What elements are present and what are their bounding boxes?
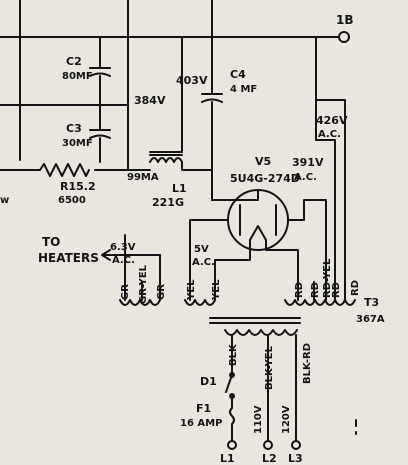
t3-part: 367A: [356, 314, 385, 325]
terminal-l2: [263, 440, 273, 450]
f1-fuse: [229, 399, 235, 441]
l1-part: 221G: [152, 196, 184, 209]
wire-gr-yel: GR-YEL: [138, 264, 149, 304]
wire-rd-yel: RD-YEL: [322, 258, 333, 298]
d1-contact-bottom: [229, 393, 235, 399]
heaters-arrow: [101, 249, 111, 261]
wire-blk-yel: BLK-YEL: [264, 345, 275, 390]
terminal-l1-label: L1: [220, 452, 235, 465]
wire-rd-2: RD: [310, 282, 321, 298]
tube-top-lead: [211, 189, 259, 201]
t3-secondary-filament: [184, 299, 216, 306]
current-99ma: 99MA: [127, 172, 159, 183]
wire-gr-1: GR: [120, 284, 131, 300]
t3-primary-leads: [231, 334, 297, 411]
c4-plate-bottom: [201, 98, 223, 103]
heaters-to: TO: [42, 235, 60, 249]
t3-secondary-hv: [284, 299, 356, 306]
391v-wire: [315, 99, 336, 283]
wire-yel-1: YEL: [186, 279, 197, 301]
voltage-426: 426V: [316, 114, 348, 127]
v5-filament: [249, 225, 267, 241]
ohm-mark: w: [0, 195, 9, 206]
wire-yel-2: YEL: [211, 279, 222, 301]
tube-plate-lead-right: [287, 199, 327, 283]
voltage-391-ac: A.C.: [294, 172, 317, 183]
tap-110v: 110V: [253, 405, 264, 434]
c3-plate-bottom: [89, 134, 111, 139]
wire-blk-rd: BLK-RD: [302, 343, 313, 384]
terminal-l3: [291, 440, 301, 450]
voltage-391: 391V: [292, 156, 324, 169]
f1-value: 16 AMP: [180, 418, 222, 429]
t3-primary: [224, 329, 298, 336]
v5-name: V5: [255, 155, 271, 168]
c3-value: 30MF: [62, 138, 93, 149]
r15-name: R15.2: [60, 180, 96, 193]
terminal-1b-label: 1B: [336, 13, 354, 27]
heaters-label: HEATERS: [38, 251, 99, 265]
wire-rd-1: RD: [294, 282, 305, 298]
l1-name: L1: [172, 182, 187, 195]
voltage-403: 403V: [176, 74, 208, 87]
wire-blk: BLK: [228, 343, 239, 366]
t3-secondary-hv-leads: [297, 281, 346, 301]
384v-node-wire: [127, 36, 151, 171]
tube-plate-lead-left: [189, 219, 229, 283]
wire-rd-3: RD: [331, 282, 342, 298]
t3-secondary-filament-leads: [189, 281, 216, 301]
terminal-l3-label: L3: [288, 452, 303, 465]
t3-name: T3: [364, 296, 379, 309]
terminal-l1: [227, 440, 237, 450]
v5-tube-type: 5U4G-274D: [230, 172, 300, 185]
l1-coil: [149, 157, 183, 163]
c2-value: 80MF: [62, 71, 93, 82]
filament-voltage: 5V: [194, 244, 209, 255]
d1-name: D1: [200, 375, 217, 388]
terminal-1b: [338, 31, 350, 43]
c2-plate-bottom: [89, 72, 111, 77]
heater-voltage: 6.3V: [110, 242, 136, 253]
c4-name: C4: [230, 68, 246, 81]
wire-gr-2: GR: [156, 284, 167, 300]
voltage-384: 384V: [134, 94, 166, 107]
d1-switch: [225, 374, 233, 401]
r15-resistor: [39, 163, 90, 177]
f1-name: F1: [196, 402, 211, 415]
c4-value: 4 MF: [230, 84, 257, 95]
r15-value: 6500: [58, 195, 86, 206]
l1-out-wire: [181, 161, 213, 171]
t3-secondary-heater: [119, 299, 161, 306]
426v-wire: [315, 36, 346, 283]
wire-rd-4: RD: [350, 280, 361, 296]
tube-filament-lead-right: [265, 239, 299, 283]
tube-filament-lead-left: [214, 239, 251, 283]
tap-120v: 120V: [281, 405, 292, 434]
terminal-l2-label: L2: [262, 452, 277, 465]
c3-name: C3: [66, 122, 82, 135]
c2-name: C2: [66, 55, 82, 68]
heater-ac: A.C.: [112, 255, 135, 266]
filament-ac: A.C.: [192, 257, 215, 268]
t3-secondary-heater-leads: [124, 281, 161, 301]
voltage-426-ac: A.C.: [318, 129, 341, 140]
l1-core: [149, 151, 183, 156]
d1-contact-top: [229, 372, 235, 378]
